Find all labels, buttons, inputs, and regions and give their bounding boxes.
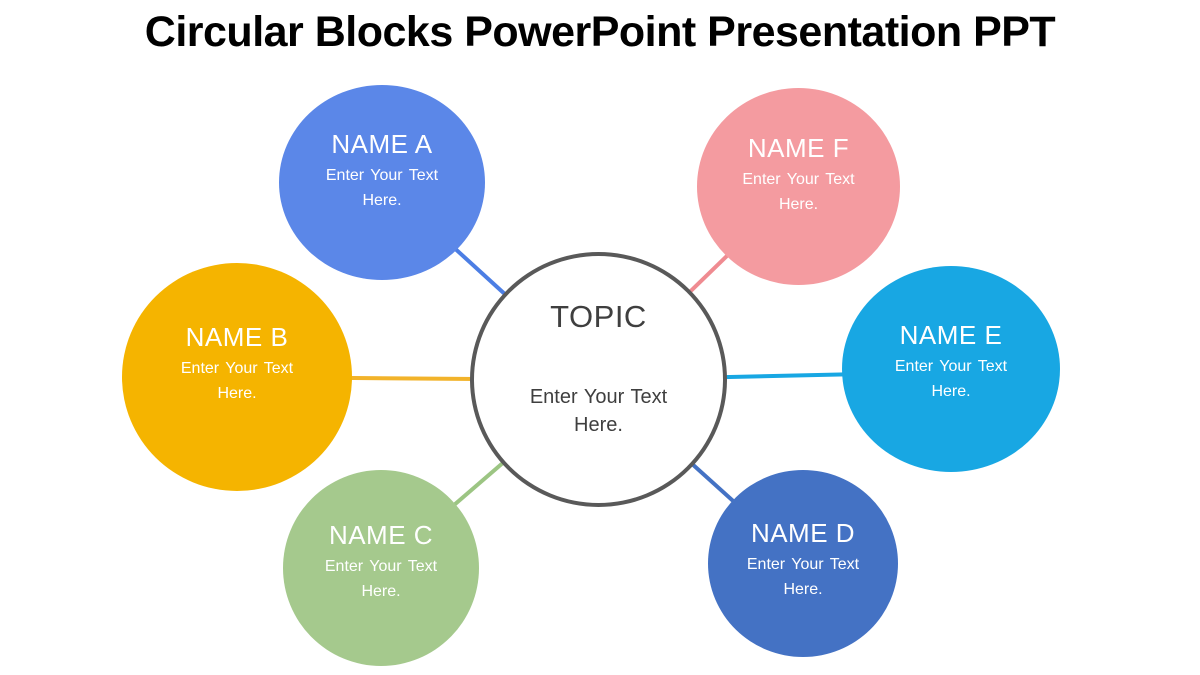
block-placeholder-text: Enter Your Text Here. <box>324 557 438 601</box>
block-name-label: NAME B <box>185 322 289 352</box>
circle-block-name-f[interactable]: NAME F Enter Your Text Here. <box>697 88 900 285</box>
block-placeholder-text: Enter Your Text Here. <box>325 166 439 210</box>
slide-title: Circular Blocks PowerPoint Presentation … <box>144 8 1056 56</box>
block-name-label: NAME D <box>750 518 856 548</box>
block-placeholder-text: Enter Your Text Here. <box>894 357 1008 401</box>
circle-block-topic[interactable]: TOPIC Enter Your Text Here. <box>470 252 727 507</box>
topic-label: TOPIC <box>550 299 647 334</box>
block-name-label: NAME F <box>747 133 850 163</box>
block-placeholder-text: Enter Your Text Here. <box>180 359 294 403</box>
circle-block-name-b[interactable]: NAME B Enter Your Text Here. <box>122 263 352 491</box>
block-name-label: NAME A <box>331 129 433 159</box>
topic-placeholder-text: Enter Your Text Here. <box>529 385 668 436</box>
circle-block-name-d[interactable]: NAME D Enter Your Text Here. <box>708 470 898 657</box>
block-placeholder-text: Enter Your Text Here. <box>746 555 860 599</box>
circle-block-name-a[interactable]: NAME A Enter Your Text Here. <box>279 85 485 280</box>
block-placeholder-text: Enter Your Text Here. <box>742 170 855 214</box>
circle-block-name-e[interactable]: NAME E Enter Your Text Here. <box>842 266 1060 472</box>
block-name-label: NAME E <box>899 320 1003 350</box>
block-name-label: NAME C <box>328 520 434 550</box>
circle-block-name-c[interactable]: NAME C Enter Your Text Here. <box>283 470 479 666</box>
